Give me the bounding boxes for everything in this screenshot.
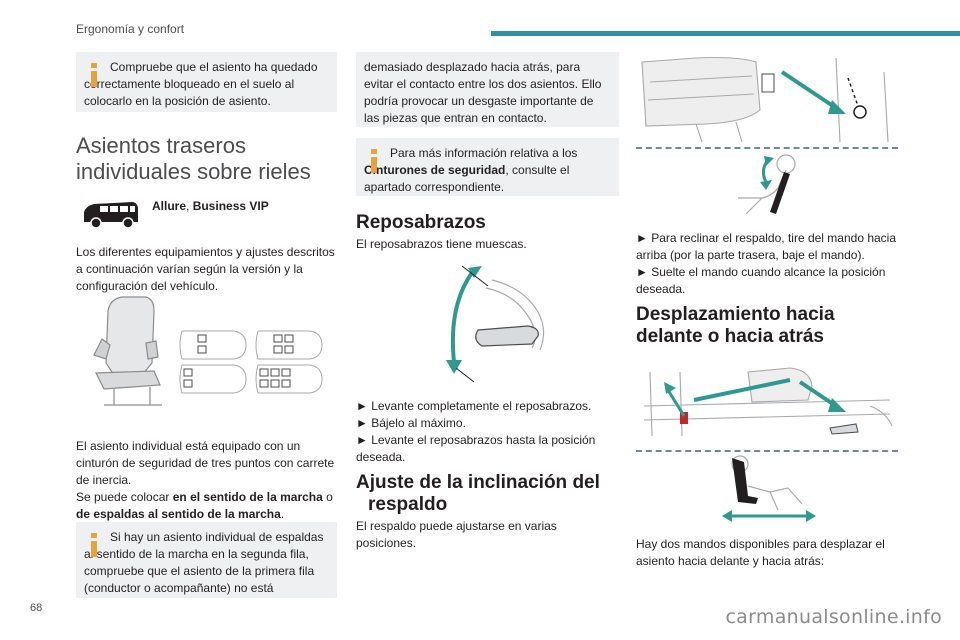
- divider-dashed: [636, 147, 898, 149]
- slide-pictogram: [722, 455, 816, 522]
- armrest-intro: El reposabrazos tiene muescas.: [356, 237, 527, 251]
- version-allure: Allure: [152, 199, 187, 213]
- van-icon: [84, 202, 138, 229]
- intro-paragraph: Los diferentes equipamientos y ajustes d…: [76, 245, 335, 293]
- info-icon: [91, 533, 97, 557]
- section-title: Ergonomía y confort: [76, 22, 185, 36]
- info-icon: [371, 149, 377, 173]
- divider-dashed: [636, 450, 898, 452]
- seat-layouts-figure: [93, 296, 323, 406]
- version-separator: ,: [186, 199, 193, 213]
- slide-heading: Desplazamiento hacia delante o hacia atr…: [636, 304, 835, 347]
- note-text: demasiado desplazado hacia atrás, para e…: [364, 60, 602, 125]
- seatbelt-paragraph: El asiento individual está equipado con …: [76, 439, 335, 521]
- armrest-step-1: ► Levante completamente el reposabrazos.: [356, 399, 592, 413]
- armrest-heading: Reposabrazos: [356, 212, 486, 233]
- info-note-facing: Si hay un asiento individual de espaldas…: [76, 522, 337, 598]
- info-note-lock: Compruebe que el asiento ha quedado corr…: [76, 52, 337, 112]
- version-business-vip: Business VIP: [192, 199, 269, 213]
- versions-label: Allure, Business VIP: [152, 199, 269, 213]
- recline-heading: Ajuste de la inclinación del respaldo: [356, 472, 600, 515]
- note-text: Si hay un asiento individual de espaldas…: [84, 530, 324, 595]
- note-text: Para más información relativa a los Cint…: [364, 146, 578, 194]
- section-heading-line1: Asientos traseros: [76, 133, 246, 158]
- armrest-figure: [446, 265, 545, 383]
- watermark: carmanualsonline.info: [725, 606, 942, 628]
- note-text: Compruebe que el asiento ha quedado corr…: [84, 60, 318, 108]
- armrest-steps: ► Levante completamente el reposabrazos.…: [356, 398, 624, 466]
- section-heading-line2: individuales sobre rieles: [76, 159, 311, 184]
- info-icon: [91, 63, 97, 87]
- armrest-step-3: ► Levante el reposabrazos hasta la posic…: [356, 433, 596, 464]
- info-note-continued: demasiado desplazado hacia atrás, para e…: [356, 52, 619, 127]
- slide-lever-figure: [643, 367, 893, 437]
- recline-step-2: ► Suelte el mando cuando alcance la posi…: [636, 265, 886, 296]
- recline-pictogram: [738, 154, 796, 215]
- armrest-step-2: ► Bájelo al máximo.: [356, 416, 466, 430]
- slide-intro: Hay dos mandos disponibles para desplaza…: [636, 537, 885, 568]
- header-accent-bar: [491, 31, 960, 36]
- info-note-seatbelts: Para más información relativa a los Cint…: [356, 138, 619, 196]
- recline-step-1: ► Para reclinar el respaldo, tire del ma…: [636, 231, 897, 262]
- page-number: 68: [30, 602, 43, 614]
- recline-lever-figure: [641, 56, 889, 143]
- recline-intro: El respaldo puede ajustarse en varias po…: [356, 519, 557, 550]
- recline-steps: ► Para reclinar el respaldo, tire del ma…: [636, 230, 908, 298]
